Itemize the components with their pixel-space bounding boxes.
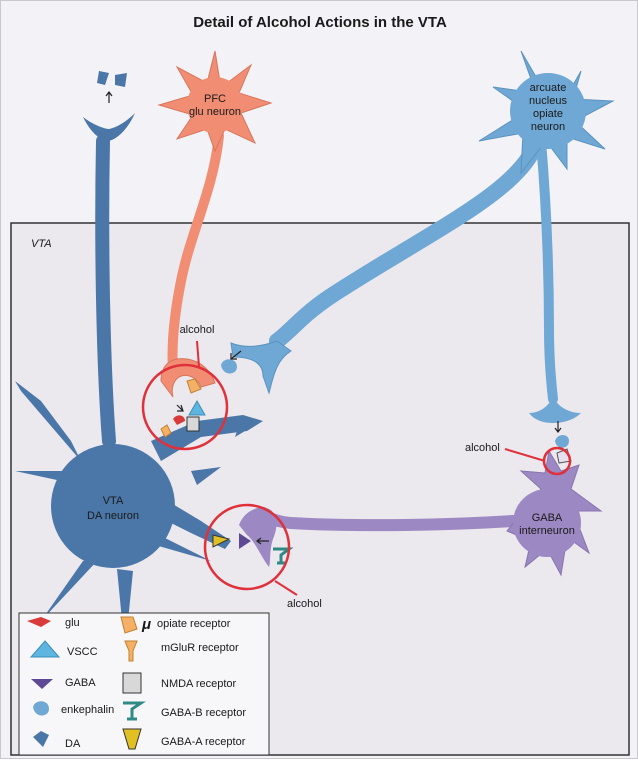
release-arrow-icon <box>554 421 562 433</box>
vscc-icon <box>29 640 61 658</box>
diagram-title: Detail of Alcohol Actions in the VTA <box>193 14 447 31</box>
enkephalin-vesicle <box>555 435 569 448</box>
alcohol-label-gaba: alcohol <box>465 442 500 454</box>
nmda-receptor-icon <box>186 416 200 432</box>
glu-icon <box>173 415 185 425</box>
opiate-receptor-icon <box>120 616 138 634</box>
legend-label-da: DA <box>65 738 81 750</box>
legend-label-gaba-b-receptor: GABA-B receptor <box>161 707 246 719</box>
alcohol-pointer <box>504 448 546 462</box>
mglur-receptor-icon <box>124 640 138 662</box>
legend-label-nmda-receptor: NMDA receptor <box>161 678 237 690</box>
arcuate-opiate-neuron: arcuate nucleus opiate neuron <box>230 50 615 423</box>
pfc-da-synapse <box>160 378 206 438</box>
vscc-icon <box>188 399 206 416</box>
legend-label-gaba: GABA <box>65 677 96 689</box>
nmda-receptor-icon <box>122 672 142 694</box>
legend-label-opiate-receptor: opiate receptor <box>157 618 231 630</box>
gaba-b-receptor-icon <box>273 547 294 565</box>
release-arrow-icon <box>256 537 269 545</box>
enkephalin-vesicle <box>221 359 237 374</box>
da-icon <box>33 731 49 747</box>
gaba-label-line-2: interneuron <box>519 525 575 537</box>
pfc-glu-neuron: PFC glu neuron <box>157 50 273 398</box>
vta-region-label: VTA <box>31 238 52 250</box>
alcohol-label-synapse: alcohol <box>287 598 322 610</box>
gaba-a-receptor-icon <box>212 534 231 548</box>
release-arrow-icon <box>176 404 184 412</box>
opiate-mu-symbol: μ <box>141 616 151 633</box>
legend: glu VSCC GABA enkephalin DA μ opiate rec… <box>18 612 270 756</box>
alcohol-label-pfc: alcohol <box>180 324 215 336</box>
gaba-icon <box>31 679 53 689</box>
alcohol-circle <box>203 503 291 591</box>
gaba-label-line-1: GABA <box>532 512 563 524</box>
alcohol-markers: alcohol alcohol alcohol <box>141 324 572 610</box>
vta-da-label-line-2: DA neuron <box>87 510 139 522</box>
glu-icon <box>27 617 51 627</box>
enkephalin-icon <box>33 701 49 716</box>
pfc-label-line-2: glu neuron <box>189 106 241 118</box>
legend-label-gaba-a-receptor: GABA-A receptor <box>161 736 246 748</box>
legend-label-enkephalin: enkephalin <box>61 704 114 716</box>
arcuate-label-line-4: neuron <box>531 121 565 133</box>
gaba-b-receptor-icon <box>123 701 146 721</box>
da-vesicle <box>115 73 127 87</box>
vta-da-label-line-1: VTA <box>103 495 124 507</box>
legend-label-vscc: VSCC <box>67 646 98 658</box>
opiate-receptor-icon <box>186 378 202 394</box>
da-vesicle <box>97 71 109 85</box>
release-arrow-icon <box>230 350 242 360</box>
alcohol-pointer <box>274 580 298 596</box>
mglur-receptor-icon <box>160 424 172 438</box>
arcuate-label-line-2: nucleus <box>529 95 567 107</box>
release-arrow-icon <box>105 91 113 103</box>
legend-label-glu: glu <box>65 617 80 629</box>
gaba-a-receptor-icon <box>122 728 142 750</box>
gaba-vesicle <box>239 533 251 549</box>
gaba-interneuron: GABA interneuron <box>239 449 603 577</box>
gaba-da-synapse <box>212 533 294 565</box>
alcohol-circle <box>141 363 229 451</box>
alcohol-pointer <box>196 340 200 368</box>
pfc-label-line-1: PFC <box>204 93 226 105</box>
arcuate-label-line-3: opiate <box>533 108 563 120</box>
legend-label-mglur-receptor: mGluR receptor <box>161 642 239 654</box>
vta-da-neuron: VTA DA neuron <box>15 71 263 651</box>
arcuate-label-line-1: arcuate <box>530 82 567 94</box>
legend-box <box>18 612 270 756</box>
